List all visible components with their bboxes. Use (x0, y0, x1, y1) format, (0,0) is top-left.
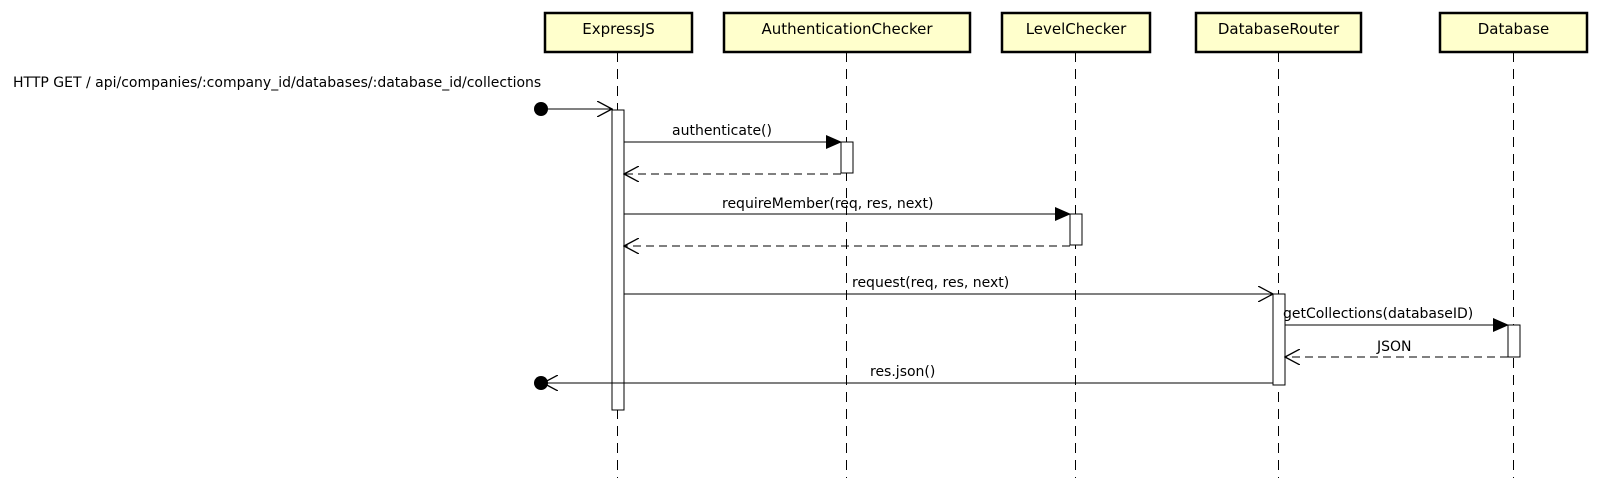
message-label: authenticate() (672, 123, 772, 139)
participant-label: AuthenticationChecker (761, 20, 933, 38)
participant-authentication-checker[interactable]: AuthenticationChecker (722, 11, 972, 54)
message-authenticate: authenticate() (624, 123, 842, 149)
found-message-label: HTTP GET / api/companies/:company_id/dat… (13, 75, 541, 91)
found-message: HTTP GET / api/companies/:company_id/dat… (13, 75, 612, 116)
message-label: res.json() (870, 364, 935, 380)
participant-label: LevelChecker (1026, 20, 1127, 38)
participant-database-router[interactable]: DatabaseRouter (1194, 11, 1363, 54)
activation-database (1507, 324, 1521, 358)
activation-level-checker (1069, 213, 1083, 246)
message-get-collections: getCollections(databaseID) (1283, 306, 1509, 332)
activation-bars (611, 109, 1521, 411)
participant-label: ExpressJS (582, 20, 655, 38)
lifelines (617, 52, 1514, 478)
activation-express (611, 109, 625, 411)
participant-database[interactable]: Database (1438, 11, 1589, 54)
activation-database-router (1272, 293, 1286, 386)
participant-level-checker[interactable]: LevelChecker (1000, 11, 1152, 54)
participant-label: Database (1478, 20, 1550, 38)
return-json: JSON (1285, 339, 1508, 357)
message-res-json: res.json() (534, 364, 1273, 390)
activation-authentication-checker (840, 141, 854, 174)
message-require-member: requireMember(req, res, next) (624, 196, 1071, 221)
lost-message-end-dot (534, 376, 548, 390)
participant-express[interactable]: ExpressJS (543, 11, 694, 54)
message-label: requireMember(req, res, next) (722, 196, 933, 212)
message-label: JSON (1376, 339, 1412, 355)
message-label: getCollections(databaseID) (1283, 306, 1473, 322)
message-label: request(req, res, next) (852, 275, 1009, 291)
message-request: request(req, res, next) (624, 275, 1273, 294)
participant-label: DatabaseRouter (1218, 20, 1340, 38)
